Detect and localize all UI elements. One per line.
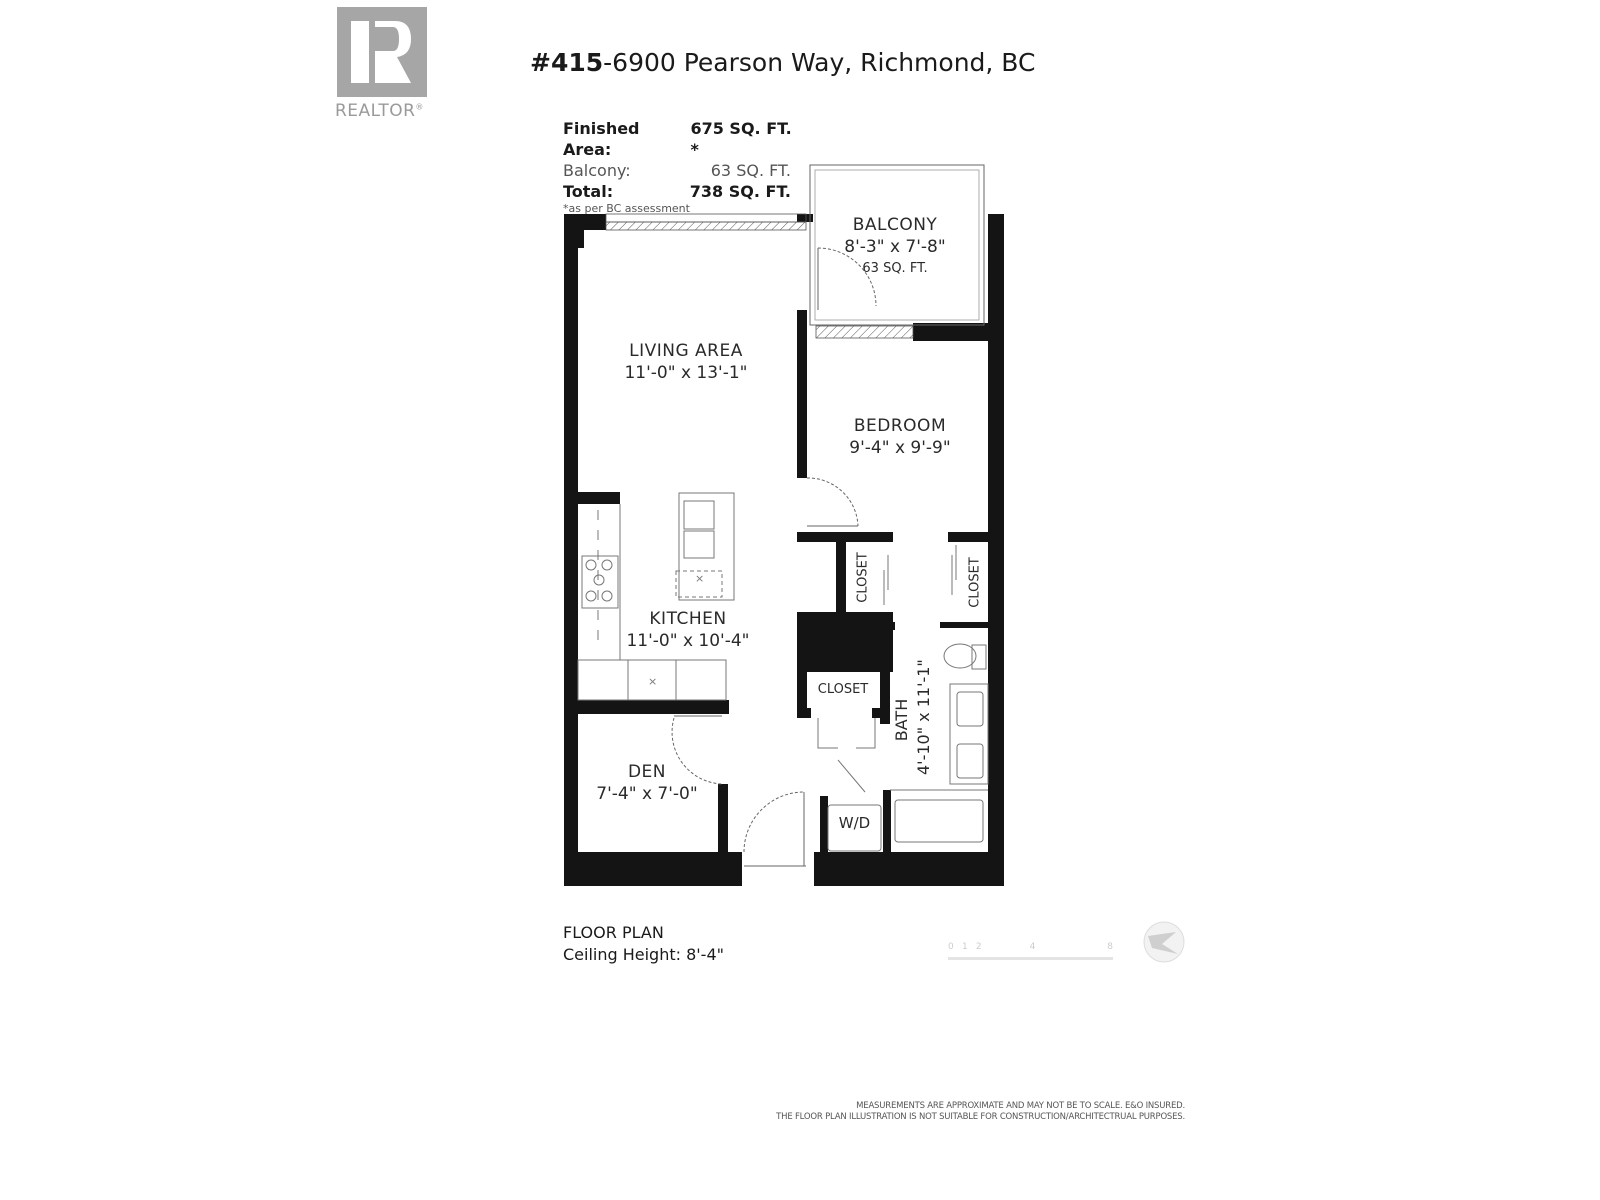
balcony-sqft: 63 SQ. FT. [862, 261, 928, 276]
balcony-area-label: Balcony: [563, 161, 631, 180]
floor-plan-notes: FLOOR PLAN Ceiling Height: 8'-4" [563, 922, 724, 966]
kitchen-fixtures: × × [577, 492, 735, 701]
kitchen-dims: 11'-0" x 10'-4" [626, 631, 750, 651]
entry-door [743, 791, 806, 867]
svg-text:×: × [695, 572, 704, 585]
living-dims: 11'-0" x 13'-1" [624, 363, 748, 383]
balcony-dims: 8'-3" x 7'-8" [844, 237, 946, 257]
street-address: -6900 Pearson Way, Richmond, BC [603, 48, 1036, 77]
den-dims: 7'-4" x 7'-0" [596, 784, 698, 804]
disclaimer: MEASUREMENTS ARE APPROXIMATE AND MAY NOT… [600, 1101, 1185, 1123]
closet-hall: CLOSET [811, 682, 875, 697]
floor-plan-title: FLOOR PLAN [563, 923, 664, 942]
balcony-area-row: Balcony: 63 SQ. FT. [563, 160, 803, 181]
room-bedroom: BEDROOM 9'-4" x 9'-9" [820, 415, 980, 459]
balcony-area-value: 63 [710, 161, 732, 180]
brand-text: REALTOR [335, 101, 416, 121]
realtor-wordmark: REALTOR® [335, 101, 424, 121]
total-area-value: 738 [689, 182, 724, 201]
trademark: ® [415, 102, 424, 112]
ceiling-height: Ceiling Height: 8'-4" [563, 945, 724, 964]
disclaimer-line-2: THE FLOOR PLAN ILLUSTRATION IS NOT SUITA… [776, 1112, 1185, 1122]
closet-left-label: CLOSET [855, 552, 871, 603]
laundry-label: W/D [838, 814, 871, 832]
window-living [605, 221, 807, 231]
scale-bar [948, 957, 1113, 960]
balcony-name: BALCONY [852, 215, 938, 235]
disclaimer-line-1: MEASUREMENTS ARE APPROXIMATE AND MAY NOT… [856, 1101, 1185, 1111]
finished-area-unit: SQ. FT. * [690, 119, 792, 159]
window-bedroom [815, 325, 914, 339]
assessment-note: *as per BC assessment [563, 202, 690, 215]
living-name: LIVING AREA [629, 341, 743, 361]
room-balcony: BALCONY 8'-3" x 7'-8" 63 SQ. FT. [820, 214, 970, 280]
bedroom-dims: 9'-4" x 9'-9" [849, 438, 951, 458]
closet-bedroom-left: CLOSET [856, 548, 871, 608]
bedroom-door [806, 477, 859, 527]
scale-tick: 1 [961, 942, 968, 952]
balcony-area-unit: SQ. FT. [736, 161, 791, 180]
walls [564, 214, 1004, 886]
scale-tick: 0 [948, 942, 954, 952]
realtor-r-icon [351, 21, 411, 83]
north-arrow-icon [1143, 921, 1185, 963]
scale-tick: 4 [1029, 942, 1036, 952]
balcony-door [817, 247, 877, 310]
bedroom-name: BEDROOM [853, 416, 947, 436]
den-name: DEN [627, 762, 667, 782]
scale-tick: 2 [975, 942, 982, 952]
room-bath: BATH 4'-10" x 11'-1" [891, 659, 935, 775]
total-area-row: Total: 738 SQ. FT. [563, 181, 803, 202]
den-door [671, 715, 723, 785]
balcony-railing [809, 164, 985, 326]
realtor-logo [337, 7, 427, 97]
listing-address: #415-6900 Pearson Way, Richmond, BC [530, 48, 1035, 77]
total-area-unit: SQ. FT. [728, 182, 791, 201]
finished-area-row: Finished Area: 675 SQ. FT. * [563, 118, 803, 160]
bath-name: BATH [892, 698, 911, 742]
unit-number: #415 [530, 48, 604, 77]
kitchen-name: KITCHEN [649, 609, 727, 629]
scale-labels: 0 1 2 4 8 [948, 942, 1113, 952]
room-kitchen: KITCHEN 11'-0" x 10'-4" [608, 608, 768, 652]
laundry-wd: W/D [828, 814, 881, 832]
closet-doors [817, 545, 957, 793]
total-area-label: Total: [563, 182, 614, 201]
closet-hall-label: CLOSET [817, 682, 869, 697]
bath-dims: 4'-10" x 11'-1" [914, 659, 933, 775]
scale-tick: 8 [1107, 942, 1113, 952]
closet-right-label: CLOSET [967, 557, 983, 608]
bath-fixtures [827, 643, 989, 852]
finished-area-label: Finished Area: [563, 119, 640, 159]
svg-text:×: × [648, 675, 657, 688]
area-summary: Finished Area: 675 SQ. FT. * Balcony: 63… [563, 118, 803, 216]
room-living-area: LIVING AREA 11'-0" x 13'-1" [606, 340, 766, 384]
closet-bedroom-right: CLOSET [968, 553, 983, 613]
finished-area-value: 675 [690, 119, 724, 138]
room-den: DEN 7'-4" x 7'-0" [577, 761, 717, 805]
